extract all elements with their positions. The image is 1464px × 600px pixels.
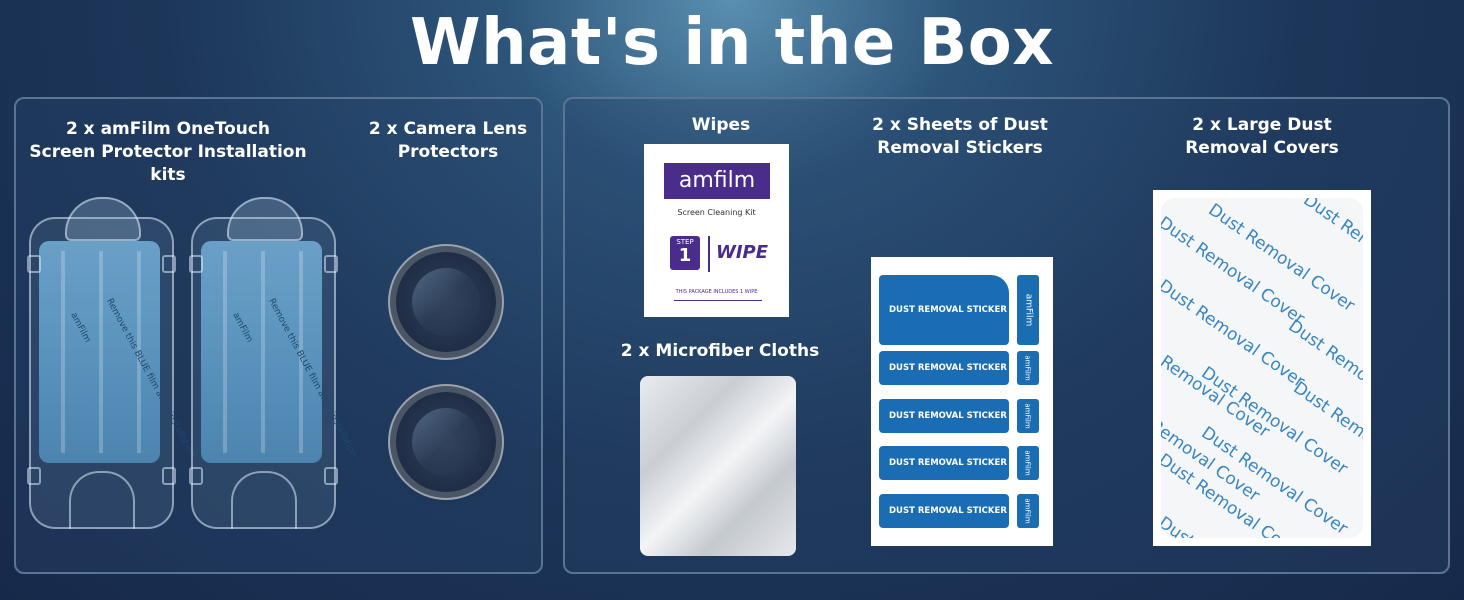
dust-sticker: DUST REMOVAL STICKER	[879, 446, 1009, 480]
sticker-brand: amFilm	[1024, 355, 1032, 381]
wipe-word: WIPE	[716, 242, 769, 263]
dust-removal-cover: Dust Removal Cover Dust Removal Cover Du…	[1153, 190, 1371, 546]
sticker-brand-tab: amFilm	[1017, 351, 1039, 385]
wipe-step-badge: STEP 1	[670, 236, 700, 270]
lens-label-line1: 2 x Camera Lens	[368, 119, 528, 139]
page-title: What's in the Box	[409, 6, 1055, 80]
sticker-brand: amFilm	[1024, 403, 1032, 429]
sticker-brand-tab: amFilm	[1017, 494, 1039, 528]
dust-sticker: DUST REMOVAL STICKER	[879, 351, 1009, 385]
step-label: STEP	[676, 238, 694, 246]
stickers-label-line2: Removal Stickers	[877, 138, 1043, 158]
kits-label-line1: 2 x amFilm OneTouch	[65, 119, 271, 139]
sticker-brand-tab: amFilm	[1017, 399, 1039, 433]
dust-sticker: DUST REMOVAL STICKER	[879, 399, 1009, 433]
dust-sticker-sheet: DUST REMOVAL STICKER amFilm DUST REMOVAL…	[871, 257, 1053, 546]
dust-sticker: DUST REMOVAL STICKER	[879, 275, 1009, 345]
wipe-brand: amfilm	[664, 163, 770, 199]
wipe-packet: amfilm Screen Cleaning Kit STEP 1 WIPE T…	[644, 144, 789, 317]
dust-sticker: DUST REMOVAL STICKER	[879, 494, 1009, 528]
wipe-includes: THIS PACKAGE INCLUDES 1 WIPE	[675, 289, 758, 295]
film-brand: amFilm	[68, 311, 93, 345]
wipes-label: Wipes	[691, 115, 751, 135]
kits-label: 2 x amFilm OneTouch Screen Protector Ins…	[20, 118, 316, 187]
camera-lens-protector-1	[396, 252, 496, 352]
cover-inner: Dust Removal Cover Dust Removal Cover Du…	[1161, 198, 1363, 538]
sticker-brand: amFilm	[1023, 293, 1034, 327]
stickers-label-line1: 2 x Sheets of Dust	[872, 115, 1048, 135]
blue-film: amFilm Remove this BLUE film after insta…	[39, 241, 197, 463]
installation-kit-2: amFilm Remove this BLUE film after insta…	[189, 197, 359, 529]
blue-film: amFilm Remove this BLUE film after insta…	[201, 241, 359, 463]
camera-lens-protector-2	[396, 392, 496, 492]
sticker-brand: amFilm	[1024, 450, 1032, 476]
film-brand: amFilm	[230, 311, 255, 345]
kit-notch	[231, 471, 297, 529]
covers-label-line1: 2 x Large Dust	[1192, 115, 1332, 135]
cloths-label: 2 x Microfiber Cloths	[620, 341, 820, 361]
wipe-rule	[674, 300, 762, 301]
microfiber-cloth	[640, 376, 796, 556]
stickers-label: 2 x Sheets of Dust Removal Stickers	[862, 114, 1058, 160]
covers-label: 2 x Large Dust Removal Covers	[1164, 114, 1360, 160]
kit-notch	[69, 471, 135, 529]
sticker-brand-tab: amFilm	[1017, 446, 1039, 480]
lens-label-line2: Protectors	[397, 142, 499, 162]
sticker-brand: amFilm	[1024, 498, 1032, 524]
wipe-kit-text: Screen Cleaning Kit	[677, 208, 756, 217]
kits-label-line2: Screen Protector Installation kits	[29, 142, 307, 185]
lens-label: 2 x Camera Lens Protectors	[360, 118, 536, 164]
covers-label-line2: Removal Covers	[1185, 138, 1339, 158]
sticker-brand-tab: amFilm	[1017, 275, 1039, 345]
step-number: 1	[678, 245, 692, 266]
wipe-divider	[708, 236, 710, 272]
installation-kit-1: amFilm Remove this BLUE film after insta…	[27, 197, 197, 529]
